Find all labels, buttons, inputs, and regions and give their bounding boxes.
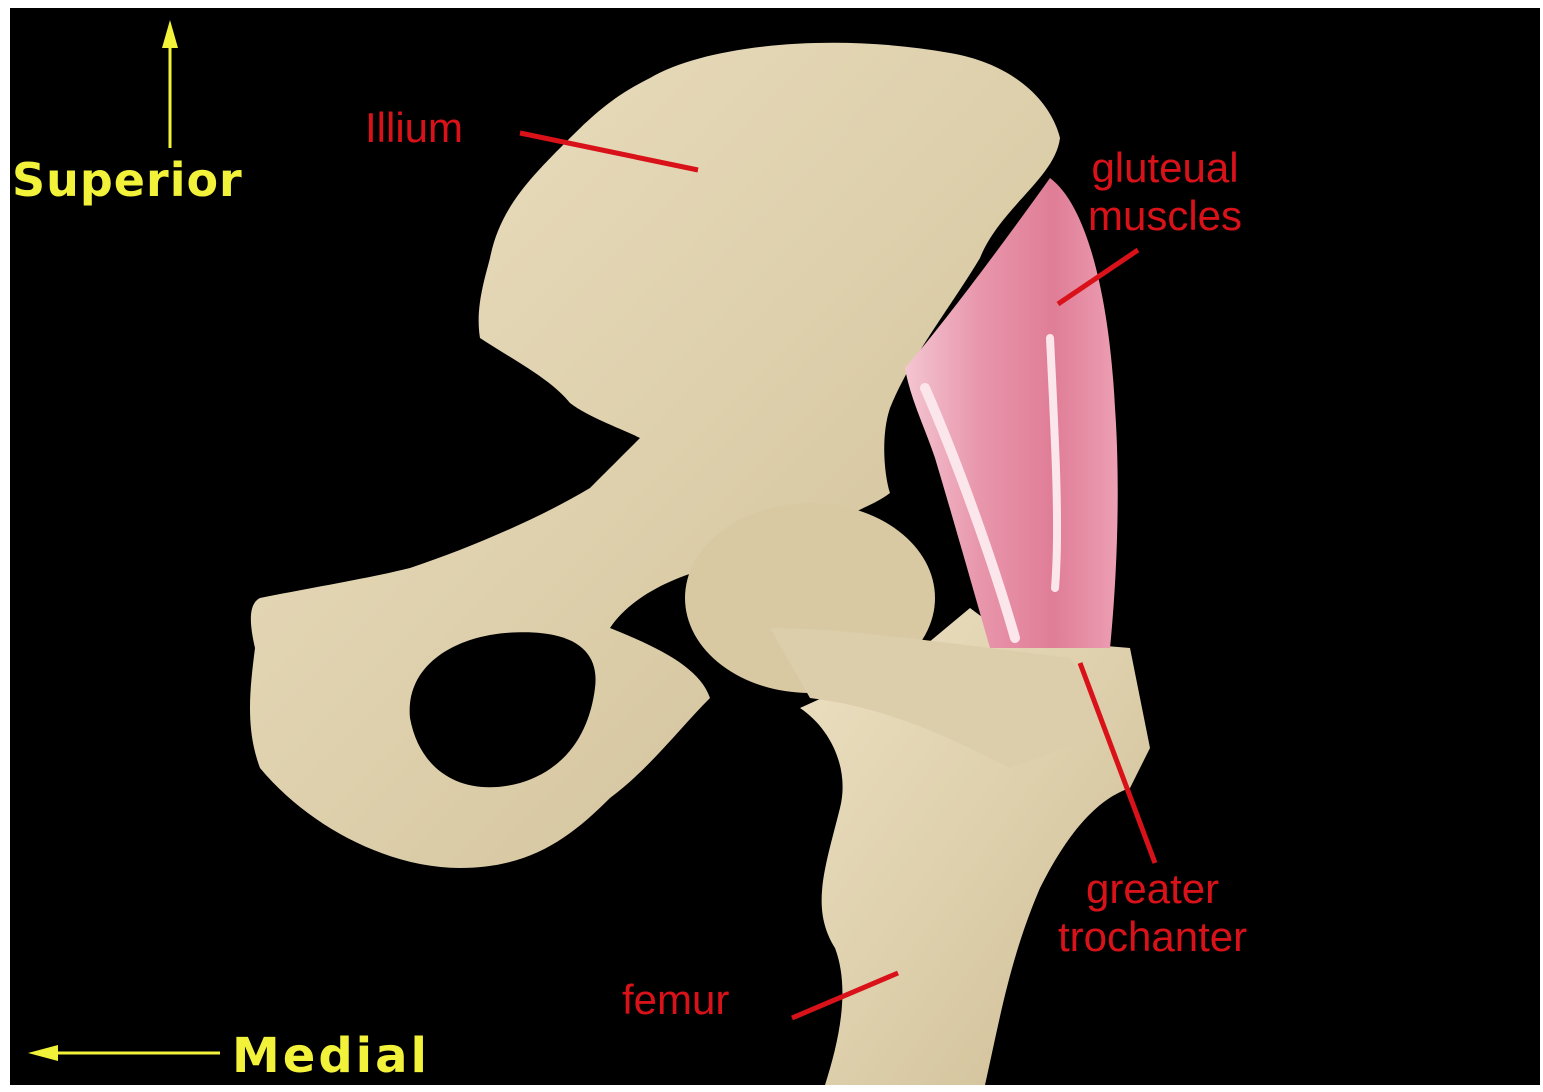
anatomy-figure: Superior Medial Illium gluteual muscles …	[10, 8, 1540, 1085]
gluteal-label-line2: muscles	[1088, 192, 1242, 240]
superior-arrow	[162, 20, 178, 148]
gluteal-label: gluteual muscles	[1088, 144, 1242, 240]
medial-label: Medial	[232, 1028, 430, 1084]
medial-arrow	[28, 1045, 220, 1061]
ilium-label: Illium	[365, 104, 463, 152]
superior-label: Superior	[12, 153, 243, 207]
gluteal-label-line1: gluteual	[1088, 144, 1242, 192]
trochanter-label-line2: trochanter	[1058, 913, 1247, 961]
trochanter-label-line1: greater	[1058, 865, 1247, 913]
femur-label: femur	[622, 976, 729, 1024]
trochanter-label: greater trochanter	[1058, 865, 1247, 961]
